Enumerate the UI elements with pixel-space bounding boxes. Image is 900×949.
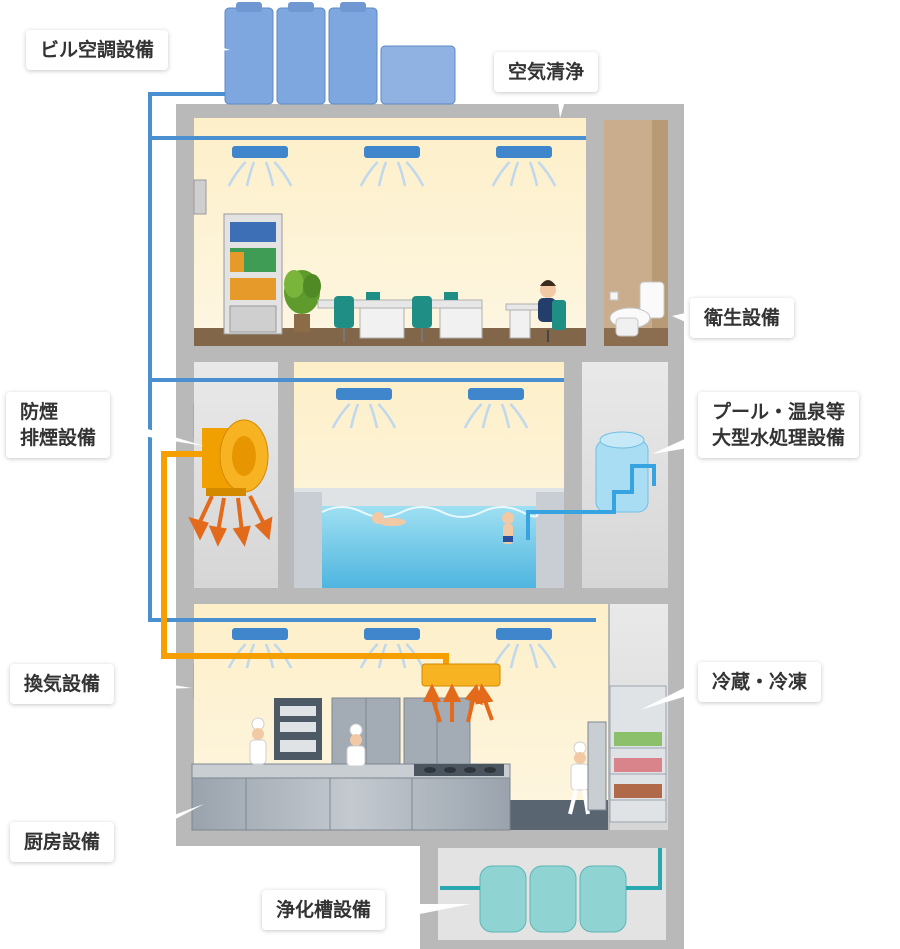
pool-water-pipe	[526, 464, 656, 540]
callout-building-hvac: ビル空調設備	[26, 30, 169, 70]
callout-smoke-control-line1: 防煙	[20, 401, 59, 423]
callout-smoke-control: 防煙 排煙設備	[6, 392, 111, 458]
water-tank-icon	[595, 431, 649, 513]
ac-unit-icon	[227, 146, 293, 187]
plant-icon	[284, 270, 321, 332]
callout-pool-water: プール・温泉等 大型水処理設備	[698, 392, 860, 458]
kitchen-equipment	[191, 697, 511, 831]
callout-sanitary-text: 衛生設備	[704, 307, 781, 329]
ac-unit-icon	[331, 388, 397, 429]
bookshelf-icon	[223, 213, 283, 335]
ac-unit-icon	[463, 388, 529, 429]
smoke-exhaust-duct	[161, 451, 449, 664]
toilet-icon	[609, 281, 665, 337]
refrigerator-icon	[587, 685, 667, 823]
callout-kitchen: 厨房設備	[10, 822, 115, 862]
callout-septic-text: 浄化槽設備	[276, 899, 372, 921]
ac-unit-icon	[359, 146, 425, 187]
callout-pool-water-line1: プール・温泉等	[712, 401, 846, 423]
ac-unit-icon	[491, 628, 557, 669]
callout-air-purification: 空気清浄	[494, 52, 599, 92]
callout-ventilation-text: 換気設備	[24, 673, 101, 695]
callout-kitchen-text: 厨房設備	[24, 831, 101, 853]
callout-refrigeration: 冷蔵・冷凍	[698, 662, 822, 702]
desk-icon	[317, 292, 563, 342]
smoke-arrows	[188, 495, 273, 547]
hvac-duct-lines	[148, 92, 596, 622]
chef-icon	[249, 717, 590, 815]
callout-sanitary: 衛生設備	[690, 298, 795, 338]
callout-pointers	[118, 36, 700, 916]
callout-refrigeration-text: 冷蔵・冷凍	[712, 671, 808, 693]
worker-icon	[538, 280, 566, 342]
exhaust-hood-icon	[421, 663, 501, 687]
ac-unit-icons	[227, 146, 557, 669]
callout-ventilation: 換気設備	[10, 664, 115, 704]
callout-septic: 浄化槽設備	[262, 890, 386, 930]
callout-smoke-control-line2: 排煙設備	[20, 427, 97, 449]
exhaust-arrows	[422, 683, 494, 723]
septic-tank-icon	[440, 848, 662, 933]
swimmer-icon	[372, 512, 514, 544]
callout-building-hvac-text: ビル空調設備	[40, 39, 155, 61]
smoke-fan-icon	[202, 419, 269, 496]
callout-air-purification-text: 空気清浄	[508, 61, 585, 83]
ac-unit-icon	[491, 146, 557, 187]
callout-pool-water-line2: 大型水処理設備	[712, 427, 846, 449]
rooftop-hvac-units	[224, 2, 456, 105]
